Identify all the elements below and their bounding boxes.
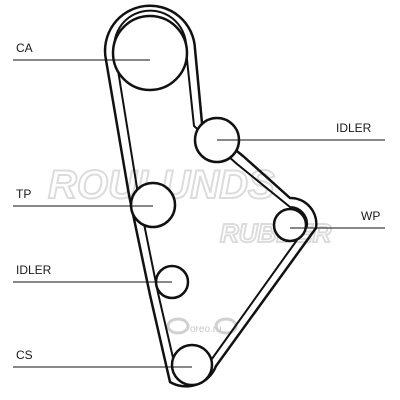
- camshaft-pulley: [111, 14, 189, 92]
- label-cs: CS: [16, 348, 33, 362]
- leader-lines: [13, 59, 385, 368]
- label-tp: TP: [16, 187, 31, 201]
- label-wp: WP: [361, 209, 380, 223]
- label-idler-top: IDLER: [336, 121, 372, 135]
- label-ca: CA: [16, 41, 33, 55]
- label-idler-bottom: IDLER: [16, 263, 52, 277]
- tensioner-pulley: [129, 181, 177, 229]
- crankshaft-pulley: [170, 343, 214, 387]
- watermark-site: oreo.ru: [190, 324, 222, 335]
- watermark: ROULUNDS RUBBER oreo.ru: [47, 162, 332, 335]
- water-pump-pulley: [272, 207, 308, 243]
